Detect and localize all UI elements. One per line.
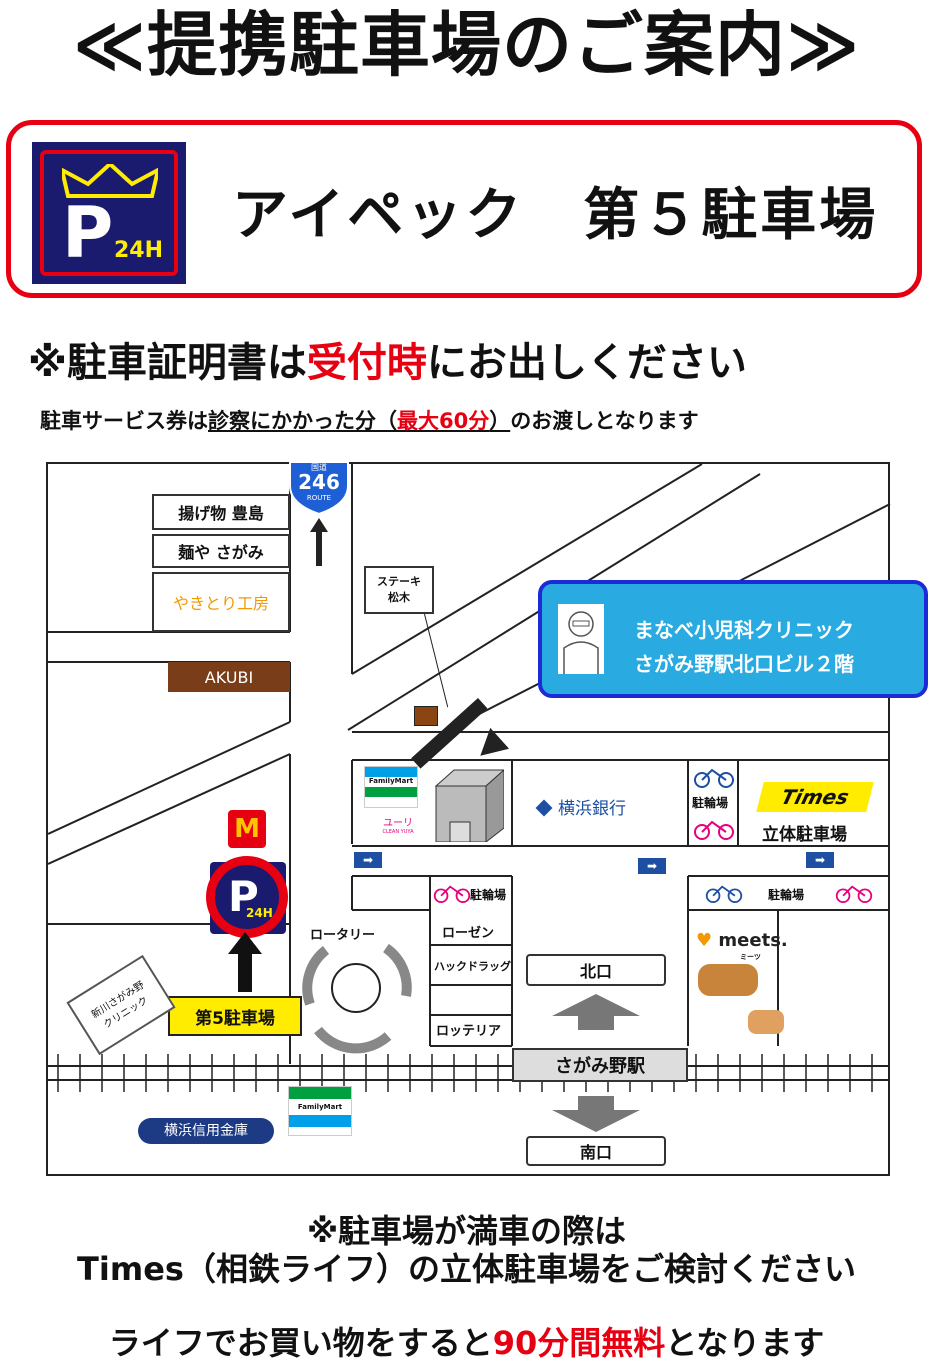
- parking-info-box: [6, 120, 922, 298]
- down-arrow-stem: [578, 1096, 614, 1110]
- direction-arrow-icon: ➡: [806, 852, 834, 868]
- notice-text: ※駐車証明書は: [28, 340, 307, 386]
- notice-text: 診察にかかった分（: [208, 409, 397, 433]
- north-arrow-head-icon: [310, 518, 328, 532]
- north-arrow-icon: [316, 528, 322, 566]
- divider: [430, 1014, 512, 1016]
- meets-sub-label: ミーツ: [740, 953, 761, 961]
- page-title: ≪提携駐車場のご案内≫: [72, 4, 861, 86]
- parking-letter: P: [62, 192, 114, 274]
- bicycle-parking-label: 駐輪場: [470, 888, 507, 902]
- yuniyu-sub-label: CLEAN YUYA: [382, 829, 414, 835]
- yuniyu-label: ユーリ: [383, 818, 413, 829]
- up-arrow-stem: [578, 1016, 614, 1030]
- food-image: [748, 1010, 784, 1034]
- direction-arrow-icon: ➡: [638, 858, 666, 874]
- notice-emphasis: 最大60分: [397, 409, 490, 433]
- footer-emphasis: 90分間無料: [492, 1324, 666, 1362]
- meets-name: meets.: [718, 930, 788, 951]
- mcdonalds-logo: M: [228, 810, 266, 848]
- parking-name: アイペック 第５駐車場: [232, 183, 879, 248]
- footer-line1: ※駐車場が満車の際は: [306, 1212, 627, 1250]
- route-label: ROUTE: [306, 494, 332, 502]
- notice-underline: 診察にかかった分（最大60分）: [208, 409, 510, 433]
- footer-notice: ※駐車場が満車の際は Times（相鉄ライフ）の立体駐車場をご検討ください: [0, 1212, 933, 1288]
- bank-logo-icon: [535, 799, 553, 817]
- lotteria-label: ロッテリア: [436, 1024, 502, 1039]
- 24h-label: 24H: [114, 238, 164, 263]
- parking5-highlight-circle: [206, 856, 288, 938]
- clinic-building: [434, 766, 506, 844]
- area-map: 国道 246 ROUTE 揚げ物 豊島 麺や さがみ やきとり工房 AKUBI …: [46, 460, 928, 1176]
- route-246-sign: 国道 246 ROUTE: [286, 460, 352, 516]
- familymart-bottom: FamilyMart: [288, 1086, 352, 1136]
- station-label: さがみ野駅: [512, 1048, 688, 1082]
- notice-text: 駐車サービス券は: [40, 409, 208, 433]
- parking5-label: 第5駐車場: [168, 996, 302, 1036]
- familymart-label: FamilyMart: [297, 1103, 343, 1111]
- notice-text: のお渡しとなります: [510, 409, 699, 433]
- bicycle-icon: [834, 882, 874, 904]
- notice-text: にお出しください: [426, 340, 747, 386]
- north-exit-label: 北口: [526, 954, 666, 986]
- times-logo: Times: [756, 782, 874, 812]
- yuniyu-sign: ユーリ CLEAN YUYA: [378, 814, 418, 842]
- parking5-arrow-head-icon: [228, 932, 262, 954]
- shop-menya: 麺や さがみ: [152, 534, 290, 568]
- bank-name: 横浜銀行: [558, 799, 626, 819]
- crown-icon: [62, 164, 158, 198]
- times-parking-label: 立体駐車場: [762, 825, 847, 845]
- route-label: 国道: [311, 463, 327, 472]
- heart-icon: ♥: [696, 930, 713, 951]
- direction-arrow-icon: ➡: [354, 852, 382, 868]
- familymart-label: FamilyMart: [368, 777, 414, 785]
- steak-sign: ステーキ 松木: [364, 566, 434, 614]
- divider: [430, 944, 512, 946]
- bicycle-icon: [692, 818, 736, 840]
- bank-label: 横浜銀行: [535, 794, 626, 819]
- shop-akubi: AKUBI: [168, 662, 290, 692]
- shop-yakitori: やきとり工房: [152, 572, 290, 632]
- hack-drug-label: ハックドラッグ: [434, 960, 511, 973]
- divider: [430, 984, 512, 986]
- route-shield-icon: [289, 461, 349, 516]
- notice-service-ticket: 駐車サービス券は診察にかかった分（最大60分）のお渡しとなります: [40, 405, 699, 435]
- notice-certificate: ※駐車証明書は受付時にお出しください: [28, 330, 747, 388]
- clinic-name: まなべ小児科クリニック: [634, 618, 854, 642]
- rosen-label: ローゼン: [442, 926, 495, 941]
- bicycle-parking-label: 駐輪場: [768, 888, 805, 902]
- footer-text: となります: [665, 1324, 825, 1362]
- route-number: 246: [298, 470, 340, 494]
- shinkin-logo: 横浜信用金庫: [138, 1118, 274, 1144]
- rotary-label: ロータリー: [310, 928, 376, 943]
- south-exit-label: 南口: [526, 1136, 666, 1166]
- food-image: [698, 964, 758, 996]
- meets-logo: ♥ meets.: [696, 930, 788, 951]
- bicycle-icon: [692, 766, 736, 788]
- parking5-arrow-stem: [238, 952, 252, 992]
- clinic-address: さがみ野駅北口ビル２階: [634, 652, 854, 676]
- parking-logo: P 24H: [32, 142, 186, 284]
- shop-agemono: 揚げ物 豊島: [152, 494, 290, 530]
- bicycle-icon: [432, 882, 472, 904]
- footer-discount: ライフでお買い物をすると90分間無料となります: [0, 1318, 933, 1364]
- familymart-top: FamilyMart: [364, 766, 418, 808]
- steak-location-marker: [414, 706, 438, 726]
- notice-text: ）: [489, 409, 511, 433]
- bicycle-icon: [704, 882, 744, 904]
- footer-line2: Times（相鉄ライフ）の立体駐車場をご検討ください: [77, 1250, 856, 1288]
- down-arrow-icon: [552, 1110, 640, 1132]
- doctor-icon: [558, 604, 604, 674]
- notice-emphasis: 受付時: [306, 340, 427, 386]
- up-arrow-icon: [552, 994, 640, 1016]
- bicycle-parking-label: 駐輪場: [692, 796, 729, 810]
- footer-text: ライフでお買い物をすると: [108, 1324, 493, 1362]
